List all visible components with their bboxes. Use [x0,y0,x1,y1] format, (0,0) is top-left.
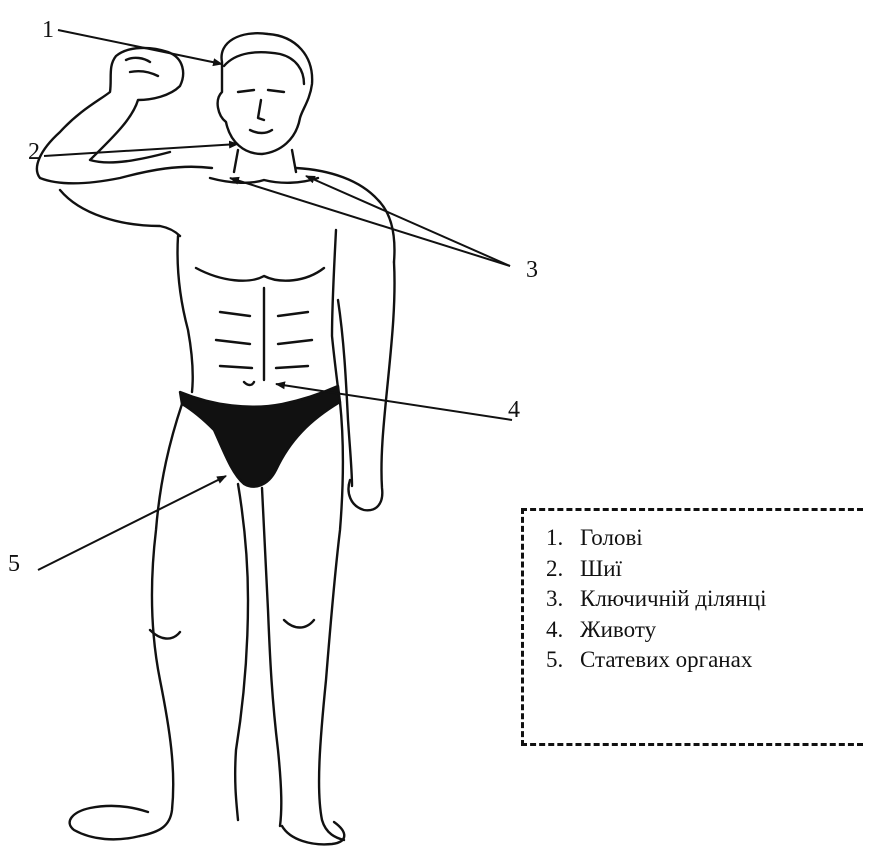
legend-item: 2. Шиї [546,554,766,585]
legend-item-label: Шиї [580,554,622,585]
legend-list: 1. Голові 2. Шиї 3. Ключичній ділянці 4.… [546,523,766,676]
fist-lines [126,58,158,76]
legend-item: 3. Ключичній ділянці [546,584,766,615]
callout-2: 2 [28,140,40,164]
knees [150,620,314,639]
left-foot [70,806,148,839]
left-leg-outer [140,404,182,836]
legend-item-number: 1. [546,523,580,554]
legend-box: 1. Голові 2. Шиї 3. Ключичній ділянці 4.… [521,508,863,746]
legend-item-number: 4. [546,615,580,646]
legend-item-number: 3. [546,584,580,615]
raised-arm-outline [37,48,212,183]
legend-item-number: 5. [546,645,580,676]
callout-5: 5 [8,552,20,576]
chest-line [196,268,324,281]
legend-item-label: Голові [580,523,643,554]
raised-arm-under [60,190,180,236]
mouth [250,130,272,133]
hair-line [224,52,304,84]
hanging-arm-outer [349,262,395,510]
torso-right-side [332,230,338,388]
left-leg-inner [235,484,248,820]
legend-item: 4. Животу [546,615,766,646]
navel [244,382,254,385]
nose [258,100,264,120]
callout-4: 4 [508,398,520,422]
right-leg-outer [319,402,344,840]
right-leg-inner [262,488,281,826]
legend-item: 1. Голові [546,523,766,554]
clavicle [210,178,318,183]
legend-item-label: Ключичній ділянці [580,584,766,615]
legend-item: 5. Статевих органах [546,645,766,676]
legend-item-number: 2. [546,554,580,585]
torso-left-side [177,236,192,392]
leader-line-2 [44,144,238,156]
right-foot [282,822,344,844]
legend-item-label: Животу [580,615,656,646]
leader-line-3b [306,176,510,266]
callout-3: 3 [526,258,538,282]
legend-item-label: Статевих органах [580,645,752,676]
callout-1: 1 [42,18,54,42]
leader-line-5 [38,476,226,570]
underwear-outline [180,386,340,487]
eyebrows [238,90,284,92]
